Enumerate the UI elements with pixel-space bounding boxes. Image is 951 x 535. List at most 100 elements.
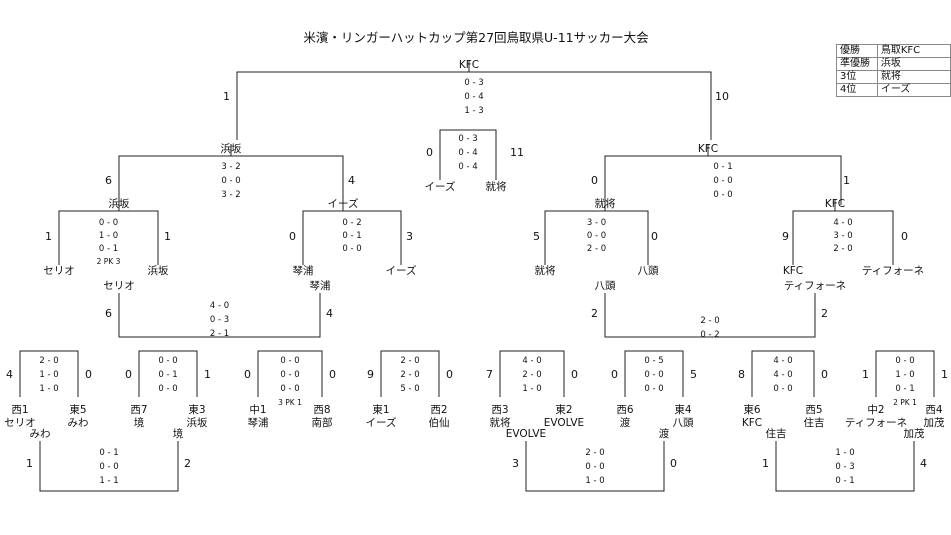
period-score: 3 - 0 xyxy=(833,231,852,241)
left-team-label: 境 xyxy=(134,416,145,429)
right-team-label: 南部 xyxy=(312,416,333,429)
period-score: 0 - 1 xyxy=(158,370,177,380)
match-bracket-line xyxy=(604,155,842,205)
standing-rank: 4位 xyxy=(836,83,878,97)
standing-team: イーズ xyxy=(876,83,951,97)
match-bracket-line xyxy=(302,210,402,265)
period-score: 3 - 2 xyxy=(221,162,240,172)
right-team-label: 就将 xyxy=(486,180,507,193)
period-score: 3 - 2 xyxy=(221,190,240,200)
left-total-score: 3 xyxy=(512,457,519,470)
left-team-label: 渡 xyxy=(620,416,631,429)
winner-label: KFC xyxy=(698,143,718,155)
left-total-score: 2 xyxy=(591,307,598,320)
period-score: 0 - 0 xyxy=(773,384,792,394)
match-bracket-line xyxy=(499,350,565,397)
left-team-label: 就将 xyxy=(535,264,556,277)
left-total-score: 0 xyxy=(125,368,132,381)
period-score: 0 - 0 xyxy=(713,190,732,200)
left-team-label: 琴浦 xyxy=(293,264,314,277)
period-score: 0 - 0 xyxy=(158,356,177,366)
right-seed-label: 東4 xyxy=(674,403,691,416)
right-team-label: 渡 xyxy=(659,427,670,440)
period-score: 0 - 3 xyxy=(210,315,229,325)
match-bracket-line xyxy=(39,441,179,492)
period-score: 2 - 0 xyxy=(585,448,604,458)
left-seed-label: 西1 xyxy=(11,404,28,416)
period-score: 2 - 0 xyxy=(833,244,852,254)
period-score: 0 - 5 xyxy=(644,356,663,366)
left-seed-label: 東6 xyxy=(743,403,760,416)
period-score: 1 - 0 xyxy=(522,384,541,394)
period-score: 0 - 1 xyxy=(835,476,854,486)
left-seed-label: 西7 xyxy=(130,404,147,416)
period-score: 3 PK 1 xyxy=(278,398,302,407)
right-total-score: 4 xyxy=(326,307,333,320)
match-bracket-line xyxy=(19,350,79,397)
period-score: 5 - 0 xyxy=(400,384,419,394)
standing-row: 4位イーズ xyxy=(836,83,951,97)
right-seed-label: 東3 xyxy=(188,403,205,416)
right-team-label: 琴浦 xyxy=(310,279,331,292)
left-team-label: 就将 xyxy=(490,416,511,429)
left-team-label: 住吉 xyxy=(766,427,787,440)
period-score: 1 - 1 xyxy=(99,476,118,486)
right-team-label: 境 xyxy=(173,427,184,440)
period-score: 3 - 0 xyxy=(587,218,606,228)
period-score: 2 - 0 xyxy=(400,370,419,380)
period-score: 1 - 0 xyxy=(39,370,58,380)
period-score: 0 - 3 xyxy=(835,462,854,472)
left-total-score: 1 xyxy=(26,457,33,470)
match-bracket-line xyxy=(525,441,665,492)
right-team-label: 八頭 xyxy=(673,417,694,429)
match-bracket-line xyxy=(624,350,684,397)
period-score: 2 - 0 xyxy=(39,356,58,366)
period-score: 0 - 0 xyxy=(342,244,361,254)
match-bracket-line xyxy=(118,293,321,338)
left-total-score: 0 xyxy=(426,146,433,159)
right-team-label: 浜坂 xyxy=(148,265,169,277)
right-seed-label: 東2 xyxy=(555,403,572,416)
period-score: 0 - 4 xyxy=(458,162,477,172)
left-total-score: 1 xyxy=(223,90,230,103)
period-score: 0 - 0 xyxy=(644,384,663,394)
left-team-label: イーズ xyxy=(425,180,456,193)
left-team-label: 琴浦 xyxy=(248,416,269,429)
period-score: 1 - 0 xyxy=(895,370,914,380)
standing-row: 優勝鳥取KFC xyxy=(836,44,951,58)
period-score: 1 - 0 xyxy=(585,476,604,486)
winner-label: 浜坂 xyxy=(221,143,242,155)
tournament-title: 米濱・リンガーハットカップ第27回鳥取県U-11サッカー大会 xyxy=(303,30,649,45)
match-bracket-line xyxy=(58,210,159,265)
right-team-label: 住吉 xyxy=(804,416,825,429)
period-score: 0 - 0 xyxy=(585,462,604,472)
left-total-score: 0 xyxy=(611,368,618,381)
left-team-label: KFC xyxy=(783,265,803,277)
period-score: 0 - 0 xyxy=(895,356,914,366)
left-total-score: 9 xyxy=(782,230,789,243)
left-total-score: 7 xyxy=(486,368,493,381)
period-score: 0 - 0 xyxy=(280,370,299,380)
match-bracket-line xyxy=(257,350,323,397)
match-bracket-line xyxy=(751,350,815,397)
period-score: 0 - 3 xyxy=(458,134,477,144)
period-score: 2 - 0 xyxy=(587,244,606,254)
right-seed-label: 東5 xyxy=(69,403,86,416)
left-seed-label: 西6 xyxy=(616,404,633,416)
period-score: 0 - 1 xyxy=(342,231,361,241)
period-score: 0 - 4 xyxy=(458,148,477,158)
period-score: 4 - 0 xyxy=(773,356,792,366)
period-score: 0 - 0 xyxy=(644,370,663,380)
right-seed-label: 西4 xyxy=(925,404,942,416)
left-total-score: 0 xyxy=(244,368,251,381)
winner-label: 浜坂 xyxy=(109,198,130,210)
right-total-score: 1 xyxy=(941,368,948,381)
match-bracket-line xyxy=(439,129,497,180)
right-total-score: 4 xyxy=(348,174,355,187)
left-total-score: 5 xyxy=(533,230,540,243)
standing-row: 準優勝浜坂 xyxy=(836,57,951,71)
right-total-score: 0 xyxy=(670,457,677,470)
left-total-score: 4 xyxy=(6,368,13,381)
